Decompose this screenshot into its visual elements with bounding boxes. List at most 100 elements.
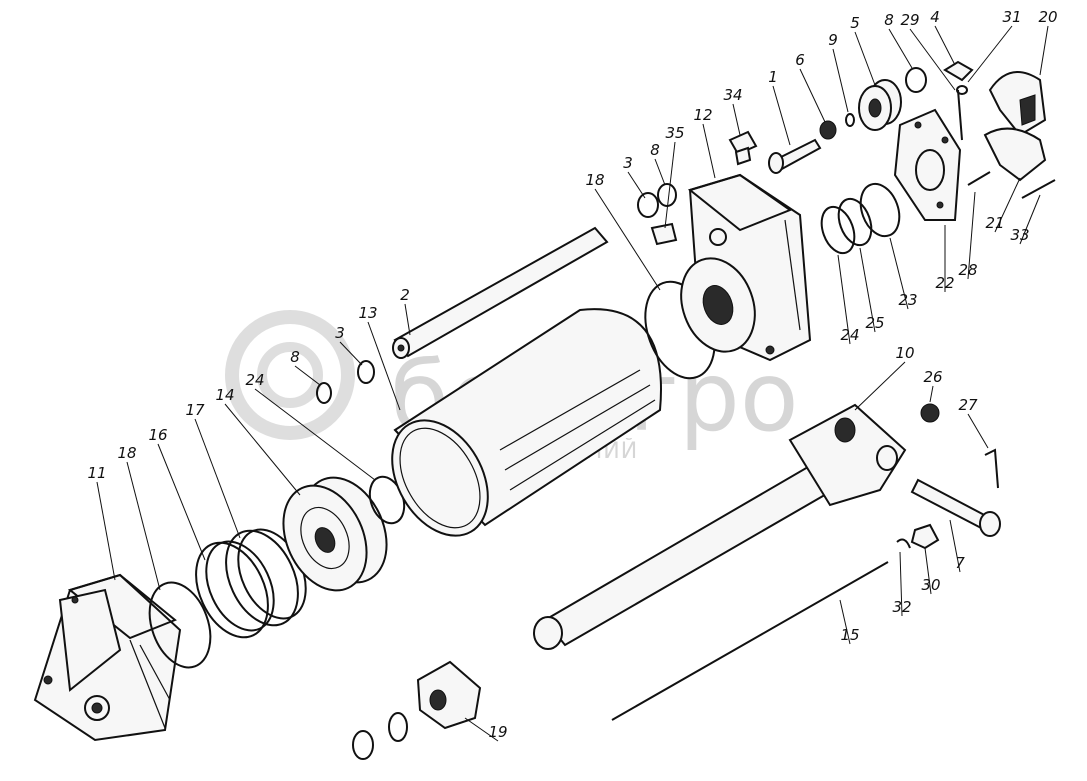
washer-8-top [657,183,677,207]
leader-line [929,385,934,403]
leader-line [702,123,716,179]
callout-label: 23 [898,291,917,309]
callout-label: 26 [923,368,942,386]
leader-line [934,25,956,66]
callout-label: 8 [884,11,894,29]
callout-label: 25 [865,314,884,332]
leader-line [294,365,321,386]
leader-line [254,388,376,481]
pin-1 [768,138,822,174]
gland-5 [858,79,902,131]
clamp-20 [988,71,1047,137]
leader-line [772,85,791,146]
leader-line [464,717,499,742]
callout-label: 30 [921,576,940,594]
leader-line [627,171,646,199]
callout-label: 24 [245,371,264,389]
leader-line [859,247,876,333]
rear-end-cap [33,573,182,742]
leader-line [837,254,851,345]
callout-label: 18 [585,171,604,189]
leader-line [404,303,411,336]
leader-line [899,551,903,617]
tube-2 [392,226,609,359]
callout-label: 35 [665,124,684,142]
leader-line [594,188,661,291]
leader-line [994,177,1021,233]
leader-line [664,141,676,229]
washer-9 [845,113,855,127]
tie-rod [611,561,889,721]
callout-label: 24 [840,326,859,344]
callout-label: 22 [935,274,954,292]
callout-label: 11 [87,464,106,482]
callout-label: 4 [930,8,940,26]
washer-31 [956,85,968,95]
leader-line [339,341,363,366]
clamp-21 [983,127,1047,182]
plug-34 [728,130,758,166]
leader-line [96,481,116,581]
callout-label: 15 [840,626,859,644]
washer-3-top [637,192,659,218]
leader-line [949,519,961,573]
leader-line [909,28,956,91]
callout-label: 8 [650,141,660,159]
callout-label: 33 [1010,226,1029,244]
pin-7 [910,478,1001,537]
callout-label: 8 [290,348,300,366]
callout-label: 21 [985,214,1004,232]
callout-layer: 1233456788891011121314151617181819202122… [87,8,1058,742]
ring-24-right [820,205,856,255]
callout-label: 12 [693,106,712,124]
callout-label: 7 [955,554,965,572]
leader-line [924,547,932,595]
callout-label: 31 [1002,8,1021,26]
washer-8-right [905,67,927,93]
callout-label: 9 [828,31,838,49]
piston [282,476,388,592]
callout-label: 28 [958,261,977,279]
leader-line [126,461,161,591]
o-ring-18-rear [148,581,212,669]
flange-plate-22 [893,108,962,221]
plug-35 [650,222,678,246]
callout-label: 29 [900,11,919,29]
washer-26 [920,403,940,423]
nut-30 [910,523,940,550]
callout-label: 17 [185,401,205,419]
rear-seal-rings [195,528,307,639]
piston-rod [533,403,907,650]
leader-line [854,31,876,86]
cotter-pin-27 [984,448,999,489]
leader-line [967,413,989,449]
callout-label: 10 [895,344,914,362]
washer-32 [896,538,911,549]
callout-label: 5 [850,14,860,32]
callout-label: 1 [768,68,778,86]
leader-line [889,237,909,310]
leader-line [854,361,906,411]
wing-nut-4 [943,60,974,82]
leader-line [832,48,849,113]
callout-label: 34 [723,86,742,104]
callout-label: 3 [623,154,633,172]
leader-line [157,443,206,561]
callout-label: 27 [958,396,978,414]
washer-6 [819,120,837,140]
callout-label: 14 [215,386,234,404]
callout-label: 13 [358,304,377,322]
fitting-19 [352,660,482,760]
washer-8-left [316,382,332,404]
leader-line [839,599,851,645]
washer-3-left [357,360,375,384]
leader-line [967,191,976,280]
callout-label: 3 [335,324,345,342]
leader-line [967,25,1013,83]
bolt-33 [1021,179,1056,199]
callout-label: 16 [148,426,167,444]
front-head [680,173,812,362]
ring-23 [859,182,901,238]
callout-label: 6 [795,51,805,69]
